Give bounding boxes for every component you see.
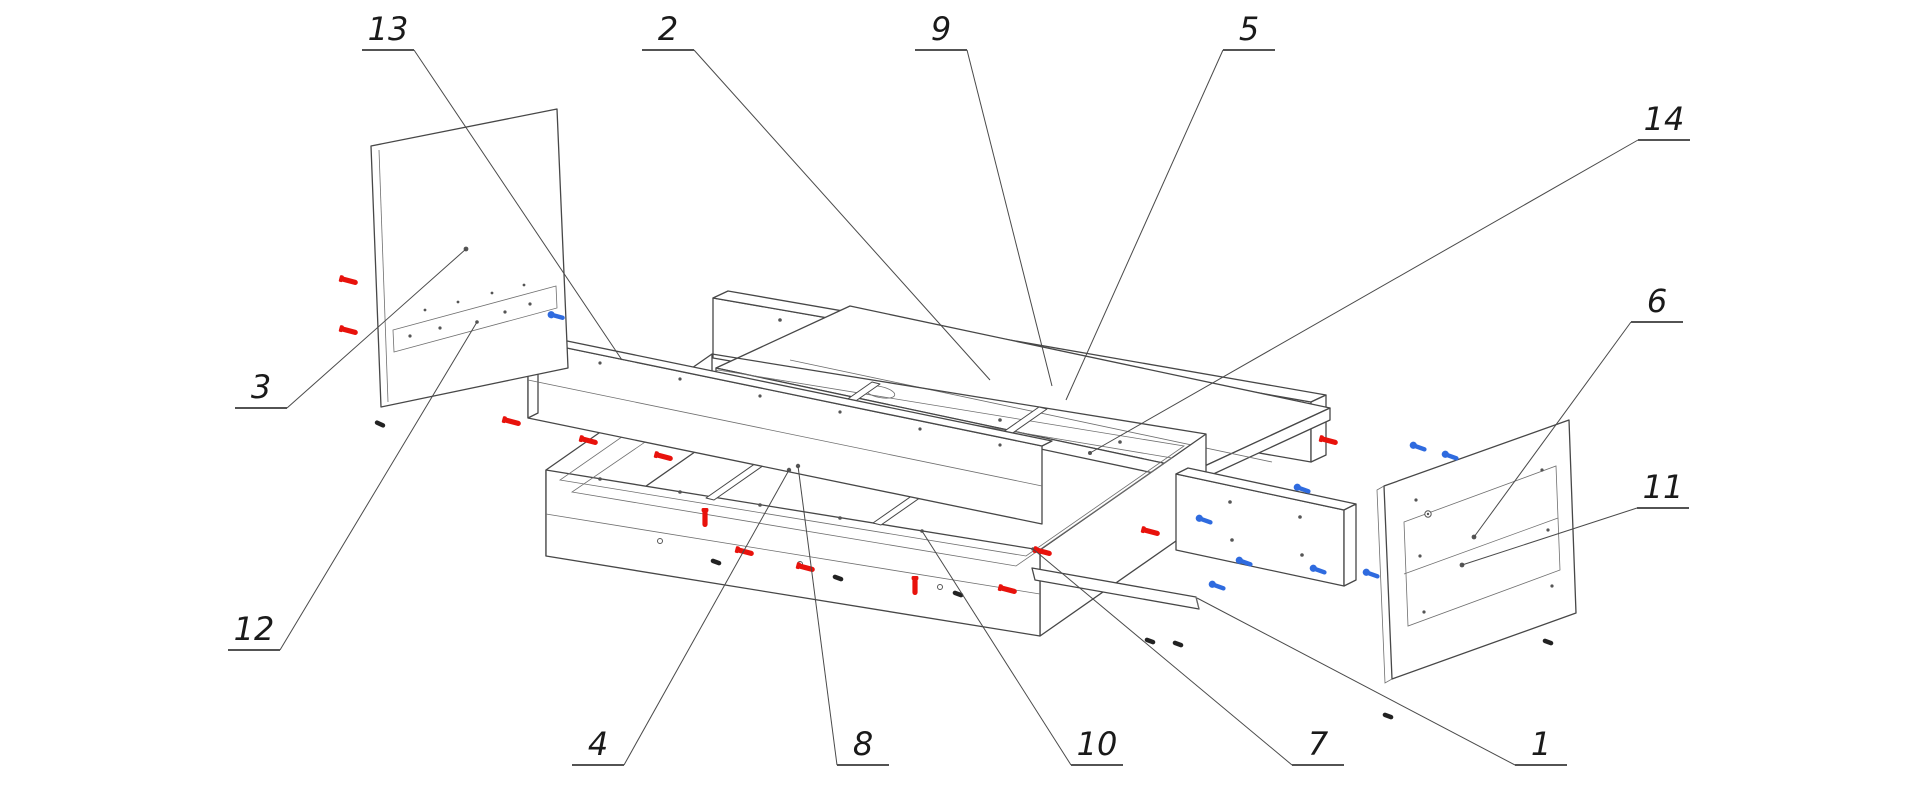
black-screw-icon	[832, 574, 844, 582]
red-screw-icon	[1318, 435, 1338, 445]
callout-number-10: 10	[1077, 725, 1118, 763]
callout-number-8: 8	[853, 725, 873, 763]
black-screw-icon	[952, 590, 964, 598]
red-screw-icon	[701, 508, 709, 527]
red-screw-icon	[997, 584, 1017, 594]
part-callout-3: 3	[235, 248, 467, 409]
black-screw-icon	[374, 420, 386, 428]
part-callout-6: 6	[1473, 282, 1683, 538]
black-screw-icon	[1144, 637, 1156, 645]
black-screw-icon	[1542, 638, 1554, 646]
red-screw-icon	[338, 275, 358, 285]
part-callout-13: 13	[362, 10, 623, 361]
black-screw-icon	[710, 558, 722, 566]
red-screw-icon	[338, 325, 358, 335]
part-bottom-rail	[1031, 567, 1200, 610]
part-callout-1: 1	[1196, 597, 1567, 766]
callout-number-14: 14	[1644, 100, 1685, 138]
callout-number-4: 4	[588, 725, 608, 763]
blue-dowel-icon	[1362, 568, 1380, 579]
callout-number-5: 5	[1239, 10, 1259, 48]
part-callout-8: 8	[797, 465, 889, 766]
callout-number-13: 13	[368, 10, 409, 48]
callout-number-9: 9	[931, 10, 951, 48]
red-screw-icon	[734, 546, 754, 556]
red-screw-icon	[501, 416, 521, 426]
red-screw-icon	[795, 562, 815, 572]
callout-number-3: 3	[251, 368, 271, 406]
part-callout-2: 2	[642, 10, 991, 381]
black-screw-icon	[1382, 712, 1394, 720]
part-callout-7: 7	[1032, 548, 1344, 766]
fastener-layer	[338, 275, 1554, 720]
part-left-side-panel	[370, 108, 569, 408]
callout-leader-line	[1461, 507, 1638, 566]
part-right-side-panel	[1376, 419, 1577, 684]
blue-dowel-icon	[1293, 483, 1311, 494]
callout-number-11: 11	[1643, 468, 1684, 506]
part-callout-9: 9	[915, 10, 1053, 387]
blue-dowel-icon	[1409, 441, 1427, 452]
callout-leader-line	[966, 49, 1053, 387]
callout-leader-line	[1065, 49, 1224, 401]
callout-leader-line	[693, 49, 991, 381]
part-callout-12: 12	[228, 321, 478, 651]
callout-leader-line	[1089, 139, 1639, 454]
callout-number-6: 6	[1647, 282, 1667, 320]
blue-dowel-icon	[1195, 514, 1213, 525]
blue-dowel-icon	[1441, 450, 1459, 461]
callout-leader-line	[797, 465, 838, 766]
red-screw-icon	[653, 451, 673, 461]
callout-leader-line	[1032, 548, 1293, 766]
callout-number-12: 12	[234, 610, 275, 648]
part-callout-5: 5	[1065, 10, 1275, 401]
callout-number-2: 2	[658, 10, 678, 48]
red-screw-icon	[1140, 526, 1160, 536]
part-front-panel	[527, 334, 1053, 525]
callout-leader-line	[286, 248, 467, 409]
blue-dowel-icon	[1208, 580, 1226, 591]
red-screw-icon	[911, 576, 919, 595]
blue-dowel-icon	[1235, 556, 1253, 567]
part-callout-4: 4	[572, 469, 790, 766]
part-callout-10: 10	[921, 530, 1123, 766]
part-callout-11: 11	[1461, 468, 1689, 566]
callout-leader-line	[413, 49, 623, 361]
blue-dowel-icon	[1309, 564, 1327, 575]
part-callout-14: 14	[1089, 100, 1690, 454]
callout-leader-line	[921, 530, 1072, 766]
callout-number-1: 1	[1531, 725, 1551, 763]
red-screw-icon	[578, 435, 598, 445]
part-drawer-front	[1175, 467, 1357, 587]
callout-leader-line	[623, 469, 790, 766]
callout-leader-line	[1196, 597, 1516, 766]
callout-number-7: 7	[1308, 725, 1329, 763]
callout-leader-line	[279, 321, 478, 651]
blue-dowel-icon	[547, 311, 565, 320]
callout-leader-line	[1473, 321, 1632, 538]
black-screw-icon	[1172, 640, 1184, 648]
